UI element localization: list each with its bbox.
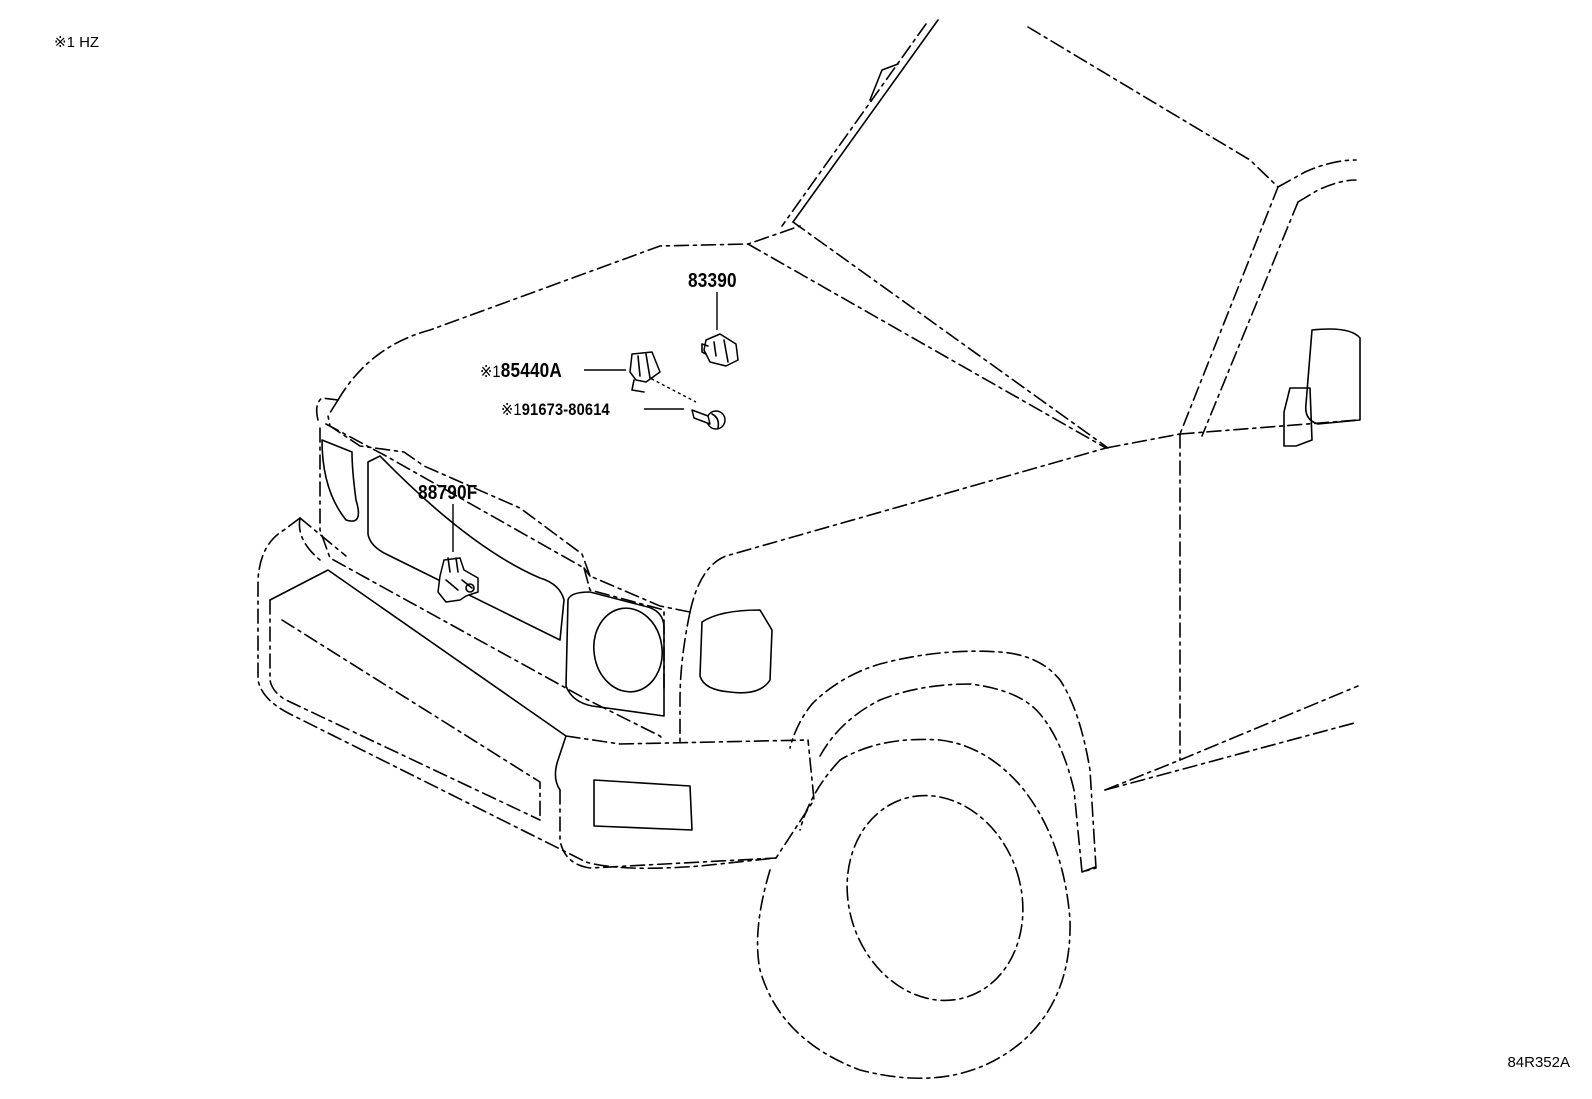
bolt-callout[interactable]: ※191673-80614 — [501, 400, 610, 420]
bumper-outline — [257, 517, 815, 870]
diagram-code: 84R352A — [1507, 1054, 1570, 1071]
washer-nozzle-part-number: 83390 — [688, 270, 737, 292]
washer-nozzle-part — [701, 333, 739, 367]
door-outline — [1104, 159, 1359, 791]
bolt-part-number: 91673-80614 — [521, 400, 610, 419]
wheel-outline — [756, 738, 1071, 1079]
windshield-outline — [781, 19, 1279, 449]
fender-outline — [679, 611, 1099, 873]
sensor-part-number: 88790F — [418, 482, 478, 504]
bracket-part — [629, 351, 661, 393]
bracket-callout[interactable]: ※185440A — [480, 360, 562, 383]
model-note: ※1 HZ — [54, 34, 100, 51]
side-mirror-outline — [1283, 328, 1361, 447]
headlight-outline — [565, 591, 773, 717]
hood-outline — [327, 225, 1181, 613]
sensor-callout[interactable]: 88790F — [418, 482, 477, 505]
bolt-note-mark: ※1 — [501, 400, 522, 419]
bracket-part-number: 85440A — [500, 360, 563, 382]
bracket-note-mark: ※1 — [480, 362, 501, 381]
grille-outline — [315, 397, 665, 741]
leader-lines — [452, 292, 718, 552]
washer-nozzle-callout[interactable]: 83390 — [688, 270, 737, 293]
bolt-part — [691, 409, 726, 430]
sensor-part — [437, 557, 479, 603]
